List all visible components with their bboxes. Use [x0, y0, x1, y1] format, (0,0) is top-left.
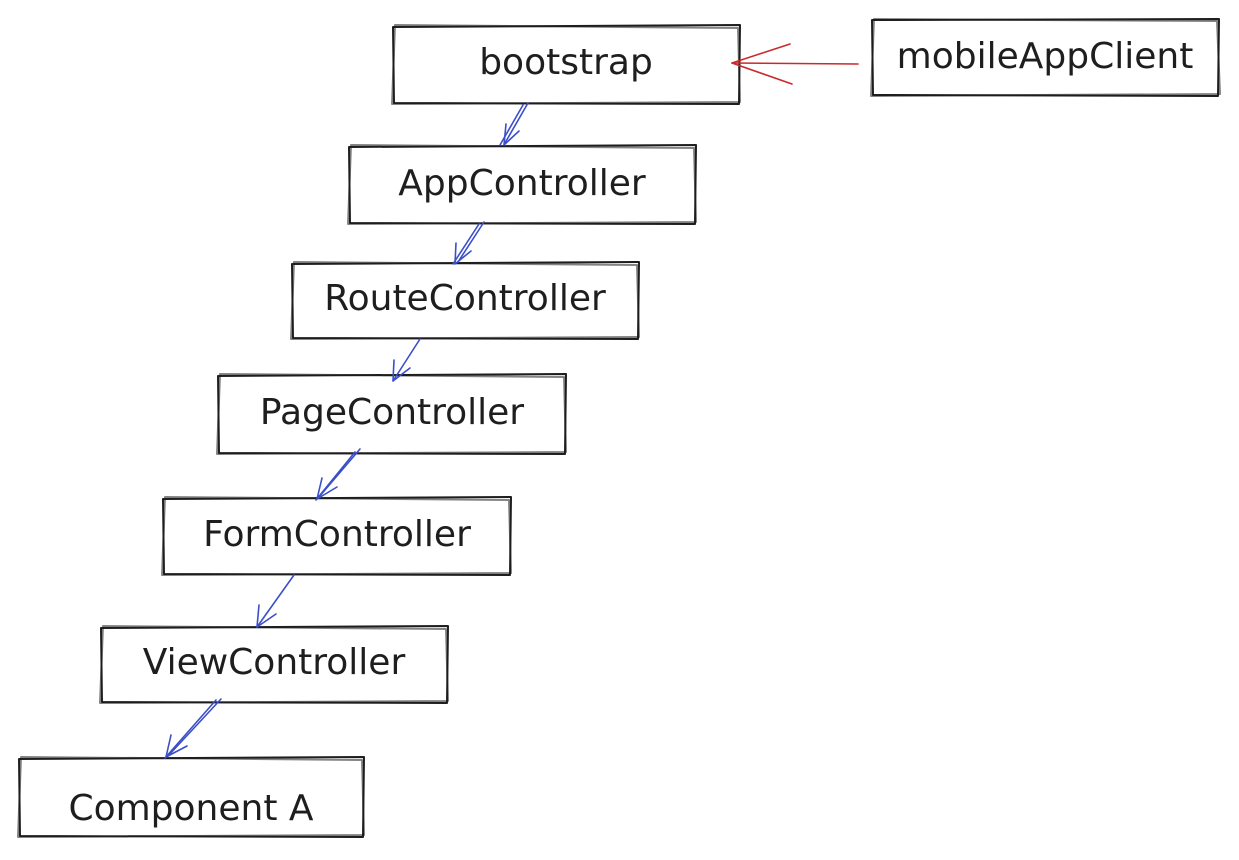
node-component-a-label: Component A [68, 788, 313, 829]
arrow-page-controller-to-form-controller [315, 448, 361, 501]
node-form-controller[interactable]: FormController [161, 496, 512, 576]
node-mobile-app-client-label: mobileAppClient [897, 36, 1194, 77]
node-view-controller[interactable]: ViewController [99, 625, 449, 704]
node-app-controller[interactable]: AppController [347, 144, 697, 225]
node-page-controller-label: PageController [260, 392, 524, 433]
node-view-controller-label: ViewController [143, 642, 406, 683]
node-mobile-app-client[interactable]: mobileAppClient [870, 18, 1221, 97]
node-route-controller-label: RouteController [324, 278, 606, 319]
node-bootstrap[interactable]: bootstrap [391, 24, 741, 105]
arrow-route-controller-to-page-controller [392, 338, 421, 382]
node-page-controller[interactable]: PageController [216, 373, 567, 455]
arrow-mobile-to-bootstrap [731, 43, 859, 85]
node-app-controller-label: AppController [398, 163, 646, 204]
arrow-app-controller-to-route-controller [452, 221, 485, 265]
arrow-form-controller-to-view-controller [256, 574, 295, 628]
node-component-a[interactable]: Component A [17, 756, 365, 838]
arrow-bootstrap-to-app-controller [499, 102, 529, 146]
arrow-view-controller-to-component-a [164, 698, 222, 759]
node-form-controller-label: FormController [203, 514, 471, 555]
node-bootstrap-label: bootstrap [479, 42, 653, 83]
node-route-controller[interactable]: RouteController [290, 261, 640, 340]
